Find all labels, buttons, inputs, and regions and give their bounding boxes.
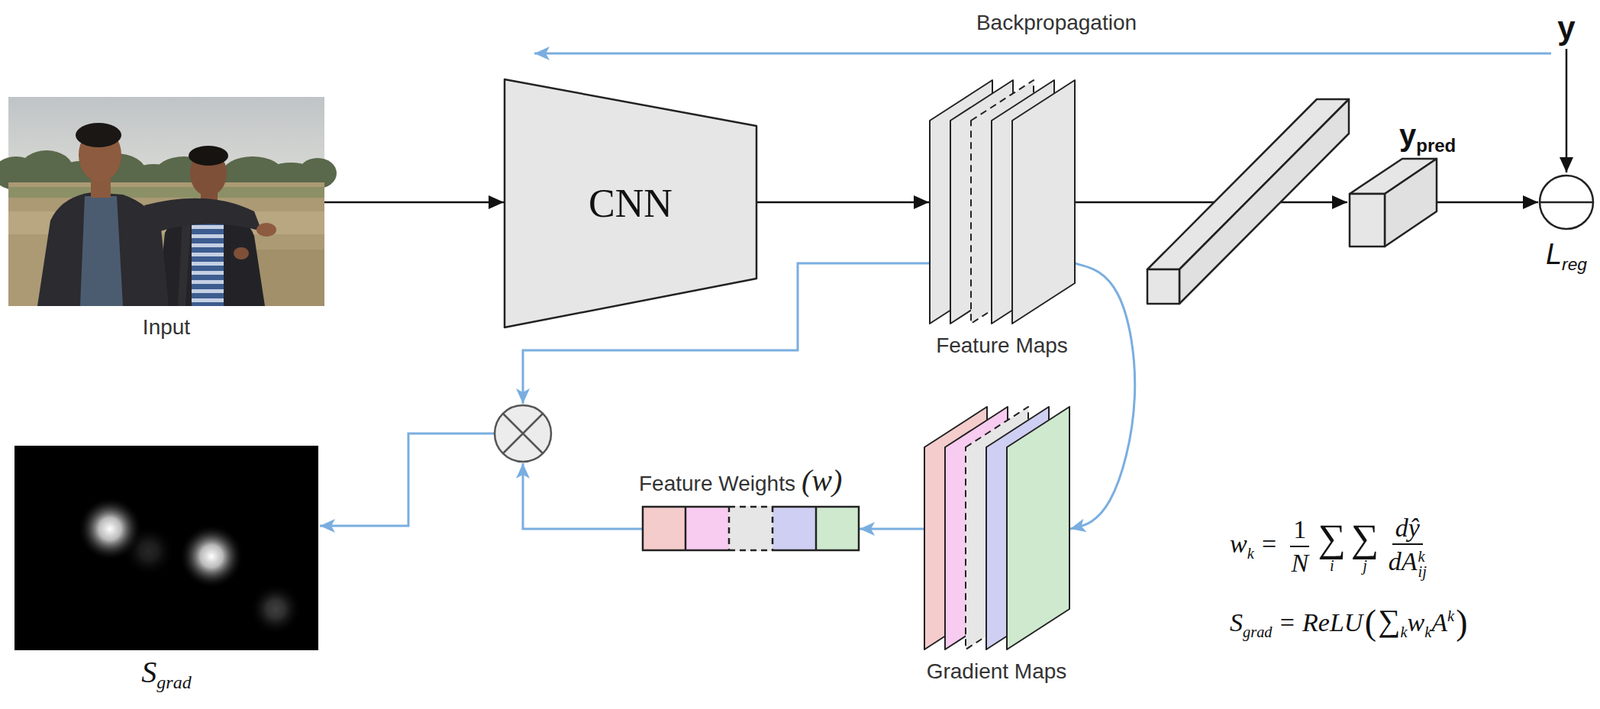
- weight-wire: [522, 463, 642, 530]
- saliency-map: Sgrad: [14, 445, 319, 651]
- connector: [1437, 201, 1539, 204]
- formula-symbol: (: [1364, 603, 1377, 642]
- gradient-stack: [923, 406, 1070, 651]
- arrow-label: Backpropagation: [976, 10, 1137, 35]
- math-label: S: [141, 654, 157, 690]
- cnn-block: CNN: [503, 78, 758, 329]
- weight-vector: [641, 506, 860, 552]
- block-title: CNN: [588, 180, 673, 227]
- caption: Feature Weights: [638, 471, 796, 497]
- prediction-box: ypred: [1348, 158, 1438, 248]
- formula-symbol: ): [1455, 603, 1468, 642]
- formula-symbol: ReLU: [1302, 608, 1363, 637]
- formula-symbol: k: [1247, 545, 1255, 562]
- caption: Gradient Maps: [926, 659, 1068, 684]
- feature-weights: Feature Weights(w): [641, 506, 860, 552]
- connector: [757, 201, 930, 204]
- loss-node: Lreg: [1538, 174, 1595, 231]
- caption: (w): [801, 463, 842, 499]
- loss-circle: [1538, 174, 1595, 231]
- formula-symbol: 1: [1293, 515, 1307, 544]
- feature-maps: Feature Maps: [929, 79, 1075, 325]
- target-label: y: [1557, 9, 1575, 46]
- heatmap-image: [14, 445, 319, 651]
- backprop-arrow: [534, 52, 1552, 55]
- target-arrow: [1565, 48, 1568, 173]
- formula-symbol: dA: [1388, 547, 1418, 576]
- formula-symbol: k: [1447, 607, 1455, 625]
- math-label: pred: [1416, 135, 1456, 156]
- formula-symbol: N: [1290, 548, 1309, 578]
- formula: wk=1N∑i∑jdŷdAkij: [1229, 512, 1434, 580]
- formula-symbol: k: [1418, 548, 1427, 565]
- gradient-maps: Gradient Maps: [923, 406, 1070, 651]
- connector: [859, 528, 924, 531]
- formula-symbol: =: [1280, 608, 1295, 637]
- formula-symbol: j: [1362, 558, 1368, 574]
- output-cube: [1348, 158, 1438, 248]
- formula-symbol: k: [1424, 623, 1432, 641]
- formula-symbol: w: [1229, 529, 1248, 559]
- photo-illustration: [8, 96, 325, 307]
- connector: [324, 201, 504, 204]
- formula-symbol: grad: [1242, 623, 1273, 641]
- multiply-symbol: [494, 405, 552, 462]
- formula-symbol: ∑: [1351, 519, 1379, 559]
- math-label: grad: [156, 672, 191, 693]
- caption: Input: [142, 315, 191, 339]
- input-image: Input: [8, 96, 325, 307]
- formula-symbol: =: [1261, 529, 1277, 559]
- formula-symbol: dŷ: [1395, 513, 1420, 542]
- math-label: L: [1545, 238, 1562, 271]
- formula: Sgrad=ReLU(∑kwkAk): [1229, 603, 1470, 644]
- formula-symbol: ∑: [1318, 519, 1346, 559]
- connector: [1070, 263, 1136, 530]
- formula-symbol: ij: [1418, 564, 1427, 580]
- feature-stack: [929, 79, 1075, 325]
- label-box: y: [1557, 9, 1575, 47]
- fc-arrow: [1074, 201, 1348, 204]
- formula-symbol: A: [1431, 608, 1448, 637]
- formula-symbol: w: [1406, 608, 1425, 637]
- dense-layer: [1147, 99, 1349, 304]
- math-label: reg: [1561, 254, 1588, 275]
- formula-symbol: ∑: [1377, 603, 1400, 639]
- caption: Feature Maps: [935, 333, 1068, 358]
- formula-symbol: S: [1229, 608, 1243, 637]
- output-wire: [319, 433, 495, 526]
- formula-symbol: k: [1400, 623, 1407, 641]
- label-box: Backpropagation: [976, 10, 1137, 36]
- formula-symbol: i: [1329, 558, 1335, 574]
- math-label: y: [1399, 118, 1417, 152]
